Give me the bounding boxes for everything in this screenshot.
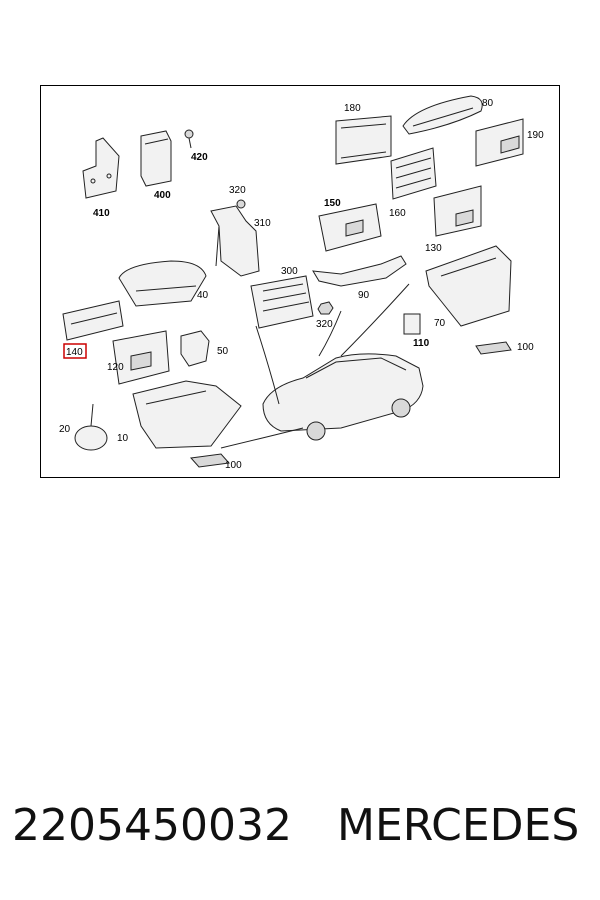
part-number: 2205450032 [12,800,292,851]
part-130-module [433,185,482,237]
part-20-pump [74,403,108,451]
part-70-housing [425,245,512,327]
label-410: 410 [93,208,110,219]
part-420-bolt [184,129,194,149]
part-300-control-unit [250,275,314,329]
label-120: 120 [107,362,124,373]
part-190-control-unit [475,118,524,167]
part-400-module [140,130,172,187]
label-130: 130 [425,243,442,254]
brand-name: MERCEDES [337,800,580,851]
label-320-bottom: 320 [316,319,333,330]
part-50-relay [180,330,210,367]
parts-diagram: 180 80 190 420 400 410 320 310 150 160 1… [40,85,560,478]
label-10: 10 [117,433,129,444]
part-10-box [132,380,242,449]
part-110-relay [403,313,421,335]
part-320-nut [317,301,334,315]
label-150: 150 [324,198,341,209]
part-90-cable-duct [312,255,407,287]
parts-diagram-drawing: 180 80 190 420 400 410 320 310 150 160 1… [59,95,544,471]
label-180: 180 [344,103,361,114]
label-160: 160 [389,208,406,219]
label-190: 190 [527,130,544,141]
part-80-unit [402,95,483,135]
highlight-box-140 [63,343,87,359]
label-70: 70 [434,318,446,329]
part-160-amplifier [390,147,437,200]
part-120-module [112,330,170,385]
part-40-cover [118,260,207,307]
part-150-module [318,203,382,252]
label-300: 300 [281,266,298,277]
label-20: 20 [59,424,71,435]
part-180-module [335,115,392,165]
caption: 2205450032 MERCEDES [12,800,592,860]
label-40: 40 [197,290,209,301]
label-50: 50 [217,346,229,357]
car-illustration [262,353,424,441]
part-100-pad-right [475,341,512,355]
label-100-right: 100 [517,342,534,353]
part-100-pad-bottom [190,453,230,468]
label-100-bottom: 100 [225,460,242,471]
part-140-module [62,300,124,341]
label-400: 400 [154,190,171,201]
leader-lines [220,283,410,449]
label-420: 420 [191,152,208,163]
label-320-top: 320 [229,185,246,196]
part-410-bracket [82,137,120,199]
label-310: 310 [254,218,271,229]
label-110: 110 [413,338,430,349]
label-140-highlighted: 140 [66,347,83,358]
label-80: 80 [482,98,494,109]
label-90: 90 [358,290,370,301]
part-310-bracket [210,199,260,277]
